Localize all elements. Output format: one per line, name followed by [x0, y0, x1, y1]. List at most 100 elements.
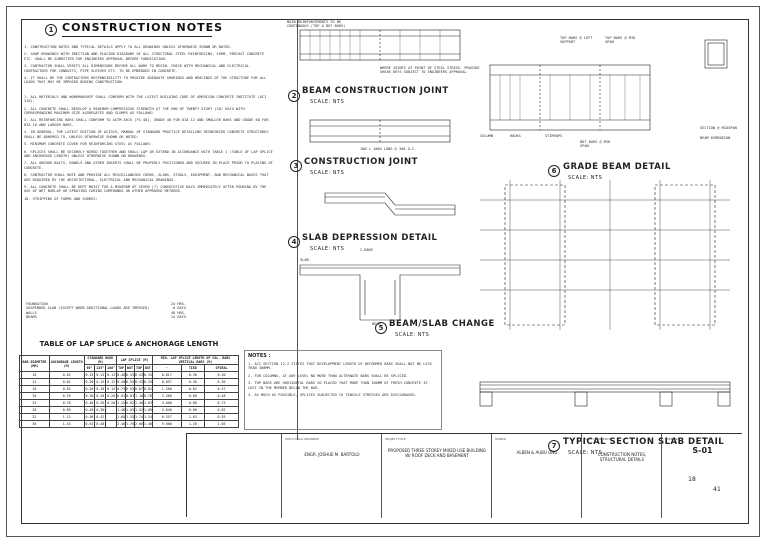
detail-title-beam-slab-change: BEAM/SLAB CHANGE — [389, 319, 495, 329]
table-cell: 1.40 — [142, 420, 153, 428]
note-item: 1. CONSTRUCTION NOTES AND TYPICAL DETAIL… — [24, 45, 232, 49]
label-column: COLUMN — [480, 134, 493, 138]
label-bot-bars: BOT BARS @ MID SPAN — [580, 140, 611, 149]
tb-logo-cell — [187, 434, 282, 518]
tb-engineer-label: STRUCTURAL ENGINEER — [285, 437, 319, 441]
note-item: 1. ALL MATERIALS AND WORKMANSHIP SHALL C… — [24, 94, 267, 104]
tb-project-cell: PROJECT TITLE PROPOSED THREE STOREY MIXE… — [382, 434, 492, 518]
note-item: 10. STRIPPING OF FORMS AND SHORES: — [24, 196, 98, 201]
table-cell: 1.20 — [180, 420, 206, 428]
label-top-bars: TOP BARS @ LEFT SUPPORT — [560, 36, 593, 45]
stripping-list: FOUNDATION 24 HRS. SUSPENDED SLAB (EXCEPT … — [26, 302, 186, 320]
detail-title-slab-depression: SLAB DEPRESSION DETAIL — [302, 233, 438, 243]
note-item: 2. ALL CONCRETE SHALL DEVELOP A MINIMUM … — [24, 106, 245, 116]
title-block: STRUCTURAL ENGINEER ENGR. JOSHUE M. BART… — [186, 433, 743, 518]
notes-box-item: 1. ACI SECTION 12.2 STATES THAT DEVELOPM… — [248, 362, 432, 371]
tb-contents-label: SHEET CONTENTS — [585, 437, 611, 441]
label-stirrups: STIRRUPS — [545, 134, 563, 138]
lap-table-title: TABLE OF LAP SPLICE & ANCHORAGE LENGTH — [39, 340, 219, 348]
tb-sheet-no: S-01 — [692, 446, 713, 455]
label-main-reinf: MAIN REINFORCEMENTS TO BE CONTINUOUS (TO… — [287, 20, 346, 29]
stripping-item: BEAMS — [26, 315, 37, 320]
notes-box-item: 4. AS MUCH AS POSSIBLE, SPLICES SUBJECTE… — [248, 393, 417, 398]
stripping-item: SUSPENDED SLAB (EXCEPT WHEN ADDITIONAL L… — [26, 306, 150, 311]
notes-box-item: 3. TOP BARS ARE HORIZONTAL BARS SO PLACE… — [248, 381, 428, 390]
detail-scale-typical-slab: SCALE: NTS — [568, 450, 603, 456]
detail-title-typical-slab: TYPICAL SECTION SLAB DETAIL — [563, 437, 725, 447]
detail-number-7: 7 — [548, 440, 560, 452]
label-beam: BEAM — [372, 322, 381, 326]
stripping-value: 48 HRS. — [170, 310, 186, 315]
stripping-item: WALLS — [26, 310, 37, 315]
stripping-value: 8 DAYS — [173, 306, 186, 311]
tb-engineer: ENGR. JOSHUE M. BARTOLO — [304, 452, 360, 457]
tb-sheet-of: 18 — [688, 476, 696, 483]
detail-number-1: 1 — [45, 24, 57, 36]
label-slab: SLAB — [300, 258, 309, 262]
table-cell: 1.43 — [48, 420, 85, 428]
label-c-bars: C-BARS — [360, 248, 373, 252]
detail-scale-grade-beam: SCALE: NTS — [568, 175, 603, 181]
detail-title-grade-beam: GRADE BEAM DETAIL — [563, 162, 671, 172]
stripping-value: 14 DAYS — [170, 315, 186, 320]
label-beam-dimension: BEAM DIMENSION — [700, 136, 731, 140]
notes-title-underline — [62, 36, 212, 37]
note-item: 4. IT SHALL BE THE CONTRACTORS RESPONSIB… — [24, 76, 267, 85]
label-where-joints: WHERE JOINTS AT POINT OF STEEL STRESS. P… — [380, 66, 480, 75]
tb-project-label: PROJECT TITLE — [385, 437, 406, 441]
detail-number-2: 2 — [288, 90, 300, 102]
note-item: 7. ALL ANCHOR BOLTS, DOWELS AND OTHER IN… — [24, 161, 273, 170]
table-cell: 1.05 — [204, 420, 239, 428]
construction-notes-list: 1. CONSTRUCTION NOTES AND TYPICAL DETAIL… — [24, 45, 274, 204]
detail-number-6: 6 — [548, 165, 560, 177]
detail-scale-slab-depression: SCALE: NTS — [310, 246, 345, 252]
stripping-item: FOUNDATION — [26, 302, 48, 306]
label-hooks: HOOKS — [510, 134, 521, 138]
notes-box-title: NOTES : — [248, 353, 271, 359]
detail-number-5: 5 — [375, 322, 387, 334]
notes-box-content: NOTES : 1. ACI SECTION 12.2 STATES THAT … — [248, 353, 438, 397]
tb-owner: ALBEN & AUBU ONG — [516, 450, 558, 455]
note-item: 3. ALL REINFORCING BARS SHALL CONFORM TO… — [24, 118, 269, 127]
drawing-sheet — [6, 6, 760, 537]
stripping-value: 24 HRS. — [170, 302, 186, 306]
detail-number-4: 4 — [288, 236, 300, 248]
tb-engineer-cell: STRUCTURAL ENGINEER ENGR. JOSHUE M. BART… — [282, 434, 382, 518]
table-cell: 36 — [19, 420, 50, 428]
table-cell: 2.40 — [116, 420, 127, 428]
detail-title-beam-joint: BEAM CONSTRUCTION JOINT — [302, 86, 449, 96]
column-divider — [297, 20, 298, 440]
note-item: 9. ALL CONCRETE SHALL BE KEPT MOIST FOR … — [24, 184, 267, 194]
tb-sheet-total: 41 — [713, 486, 721, 493]
detail-scale-beam-slab-change: SCALE: NTS — [395, 332, 430, 338]
note-item: 2. SHOP DRAWINGS WITH ERECTION AND PLACI… — [24, 52, 265, 61]
sheet-border — [21, 19, 749, 524]
detail-title-construction-joint: CONSTRUCTION JOINT — [304, 157, 418, 167]
lap-splice-table: BAR DIAMETER (MM) ANCHORAGE LENGTH (M) S… — [19, 355, 240, 428]
note-item: 4. IN GENERAL, THE LATEST EDITION OF ACI… — [24, 130, 269, 139]
detail-number-3: 3 — [290, 160, 302, 172]
note-item: 8. CONTRACTOR SHALL NOTE AND PROVIDE ALL… — [24, 173, 269, 182]
tb-contents: CONSTRUCTION NOTES, STRUCTURAL DETAILS — [597, 452, 647, 462]
tb-sheet-label: SHEET NO. — [665, 437, 681, 441]
tb-contents-cell: SHEET CONTENTS CONSTRUCTION NOTES, STRUC… — [582, 434, 662, 518]
label-dowels: 10Ø × 1000 LONG @ 300 O.C. — [360, 147, 417, 151]
tb-owner-label: OWNER — [495, 437, 506, 441]
detail-scale-construction-joint: SCALE: NTS — [310, 170, 345, 176]
note-item: 3. CONTRACTOR SHALL VERIFY ALL DIMENSION… — [24, 64, 250, 73]
tb-owner-cell: OWNER ALBEN & AUBU ONG — [492, 434, 582, 518]
label-section-midspan: SECTION @ MIDSPAN — [700, 126, 737, 130]
notes-title: CONSTRUCTION NOTES — [62, 21, 224, 34]
note-item: 6. SPLICES SHALL BE SECURELY WIRED TOGET… — [24, 149, 273, 158]
label-top-bars-mid: TOP BARS @ MID SPAN — [605, 36, 636, 45]
detail-scale-beam-joint: SCALE: NTS — [310, 99, 345, 105]
note-item: 5. MINIMUM CONCRETE COVER FOR REINFORCIN… — [24, 142, 152, 147]
tb-sheet-cell: SHEET NO. S-01 18 41 — [662, 434, 743, 518]
tb-project: PROPOSED THREE STOREY MIXED USE BUILDING… — [388, 448, 486, 458]
